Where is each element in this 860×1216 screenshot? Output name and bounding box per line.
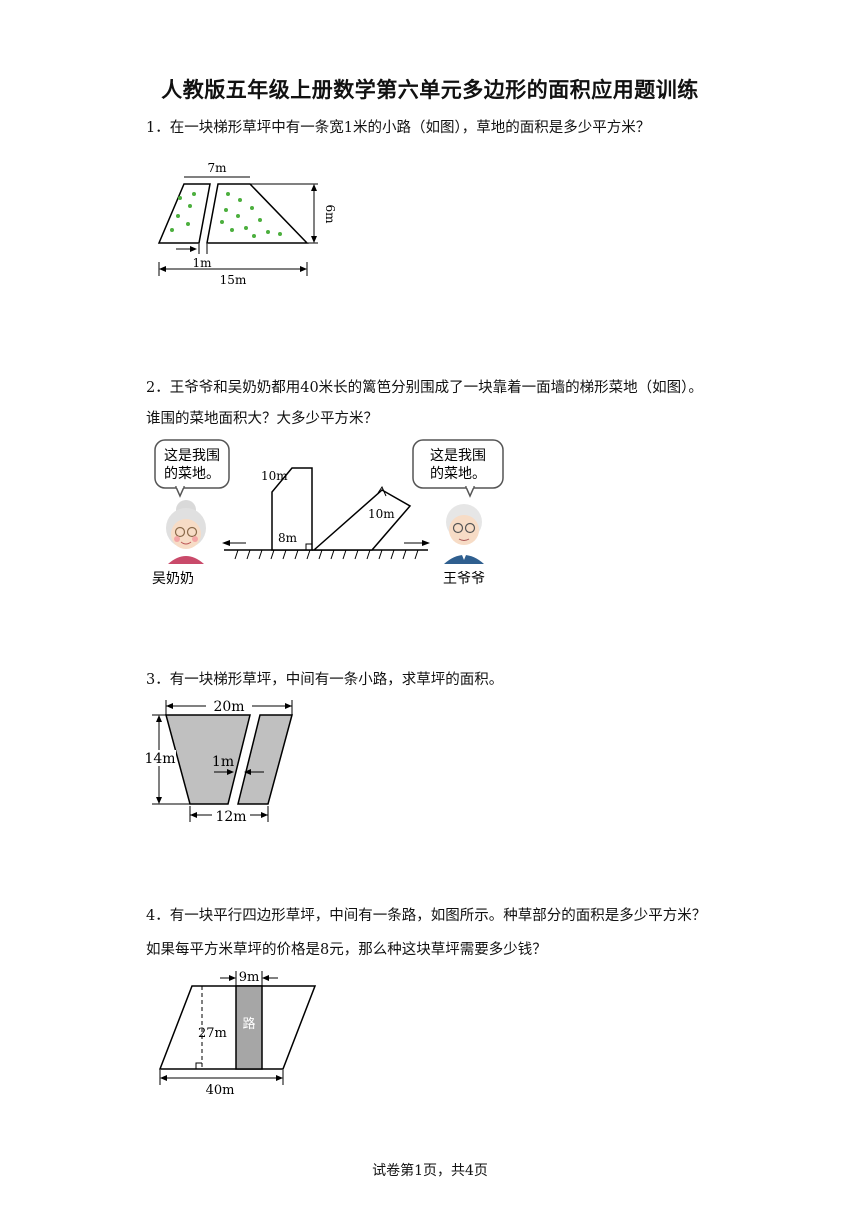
lawn-right	[237, 714, 293, 805]
left-side-label: 10m	[261, 469, 288, 483]
road	[235, 985, 263, 1070]
fig1-bottom-label: 15m	[220, 273, 247, 287]
left-bubble-line-1: 这是我围	[164, 447, 220, 464]
question-2-line-2: 谁围的菜地面积大？大多少平方米？	[146, 411, 378, 427]
question-4-line-2: 如果每平方米草坪的价格是8元，那么种这块草坪需要多少钱？	[146, 942, 547, 958]
question-3-line-1: 3．有一块梯形草坪，中间有一条小路，求草坪的面积。	[146, 672, 504, 688]
left-bubble-line-2: 的菜地。	[164, 466, 220, 482]
fig4-road-width-label: 9m	[239, 970, 260, 985]
fig3-path-label: 1m	[212, 754, 234, 770]
left-base-label: 8m	[278, 531, 298, 545]
question-4-figure: 路 9m 27m 40m	[158, 970, 317, 1098]
question-1-figure: 7m 6m 1m 15m	[157, 161, 337, 287]
page-footer: 试卷第1页，共4页	[372, 1163, 488, 1179]
question-2-line-1: 2．王爷爷和吴奶奶都用40米长的篱笆分别围成了一块靠着一面墙的梯形菜地（如图）。	[146, 380, 703, 396]
question-1-line-1: 1．在一块梯形草坪中有一条宽1米的小路（如图），草地的面积是多少平方米？	[146, 120, 651, 136]
grandma-trapezoid	[271, 467, 313, 551]
grandma-avatar	[166, 500, 206, 564]
grandpa-avatar	[444, 504, 484, 564]
trapezoid-lawn-left	[157, 183, 211, 244]
grandma-name: 吴奶奶	[152, 571, 194, 587]
lawn-left	[165, 714, 251, 805]
fig4-base-label: 40m	[206, 1083, 235, 1098]
right-side-label: 10m	[368, 507, 395, 521]
trapezoid-lawn-right	[206, 183, 309, 244]
fig3-bottom-label: 12m	[215, 809, 246, 825]
fig4-height-label: 27m	[198, 1026, 227, 1041]
question-2-figure: 这是我围 的菜地。 这是我围 的菜地。 吴奶奶 王爷爷	[152, 439, 504, 587]
fig3-top-label: 20m	[213, 699, 244, 715]
grandpa-name: 王爷爷	[443, 571, 485, 587]
fig1-height-label: 6m	[323, 204, 337, 224]
fig1-path-label: 1m	[192, 256, 212, 270]
right-bubble-line-1: 这是我围	[430, 447, 486, 464]
question-4-line-1: 4．有一块平行四边形草坪，中间有一条路，如图所示。种草部分的面积是多少平方米？	[146, 908, 707, 924]
right-bubble-line-2: 的菜地。	[430, 466, 486, 482]
road-label: 路	[242, 1016, 255, 1032]
question-3-figure: 20m 14m 1m 12m	[144, 698, 293, 825]
grandpa-trapezoid	[312, 489, 412, 551]
page-title: 人教版五年级上册数学第六单元多边形的面积应用题训练	[161, 78, 699, 102]
grass-marks	[170, 192, 282, 238]
fig1-top-label: 7m	[207, 161, 227, 175]
fig3-height-label: 14m	[144, 751, 175, 767]
